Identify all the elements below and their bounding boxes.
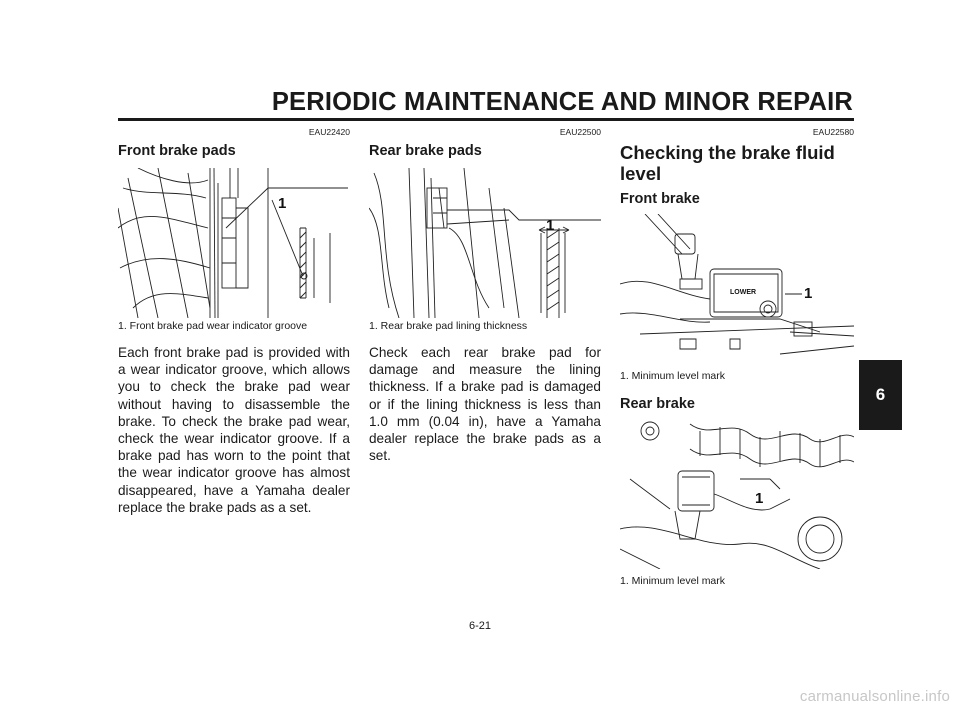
watermark: carmanualsonline.info	[799, 688, 950, 705]
section-code: EAU22500	[559, 127, 601, 137]
section-code: EAU22580	[812, 127, 854, 137]
figure-caption: 1. Rear brake pad lining thickness	[369, 320, 528, 332]
rear-brake-reservoir-illustration: 1	[620, 421, 854, 569]
front-brake-pads-section: EAU22420 Front brake pads	[118, 126, 350, 516]
section-title: Front brake pads	[118, 143, 236, 159]
callout-number: 1	[755, 490, 763, 507]
brake-fluid-section: EAU22580 Checking the brake fluid level …	[620, 126, 854, 588]
figure-caption: 1. Minimum level mark	[620, 370, 726, 382]
front-brake-reservoir-illustration: LOWER 1	[620, 214, 854, 355]
callout-number: 1	[546, 217, 554, 234]
page-header-title: PERIODIC MAINTENANCE AND MINOR REPAIR	[271, 88, 853, 116]
callout-number: 1	[804, 285, 812, 302]
callout-number: 1	[278, 195, 286, 212]
front-brake-subtitle: Front brake	[620, 191, 700, 207]
rear-brake-pads-section: EAU22500 Rear brake pads 1 1. Rear brake…	[369, 126, 601, 464]
chapter-tab: 6	[859, 360, 902, 430]
page-number: 6-21	[468, 620, 492, 632]
section-title: Checking the brake fluid level	[620, 142, 835, 184]
section-body: Check each rear brake pad for damage and…	[369, 345, 601, 464]
header-rule	[118, 118, 854, 121]
reservoir-label: LOWER	[730, 289, 756, 296]
figure-caption: 1. Minimum level mark	[620, 575, 726, 587]
figure-caption: 1. Front brake pad wear indicator groove	[118, 320, 308, 332]
section-body: Each front brake pad is provided with a …	[118, 345, 350, 515]
rear-brake-pad-illustration: 1	[369, 168, 601, 318]
front-brake-pad-illustration: 1	[118, 168, 348, 318]
section-code: EAU22420	[308, 127, 350, 137]
section-title: Rear brake pads	[369, 143, 482, 159]
rear-brake-subtitle: Rear brake	[620, 396, 695, 412]
